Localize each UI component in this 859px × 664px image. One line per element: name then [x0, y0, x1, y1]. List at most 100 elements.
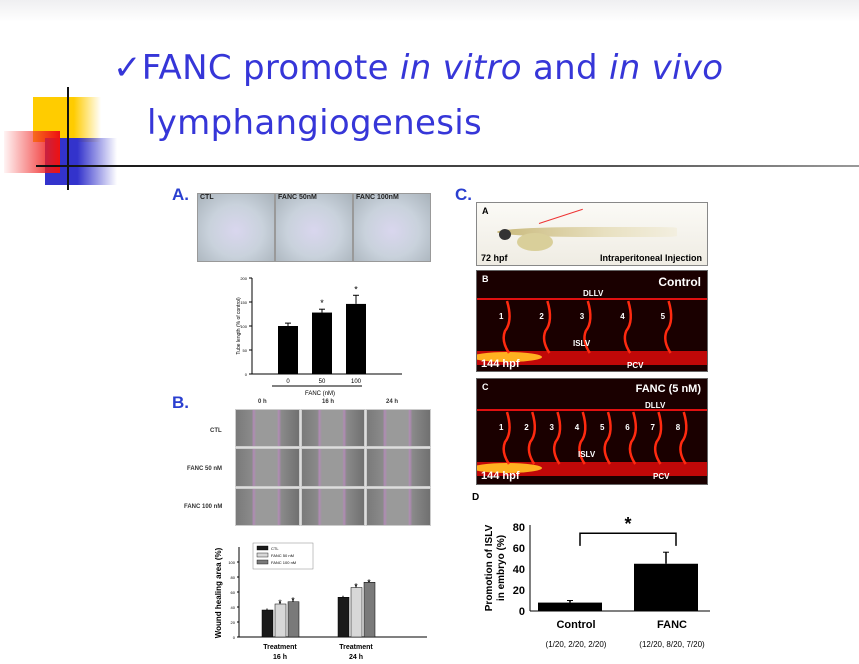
vessel-number: 4: [620, 312, 625, 321]
x-category-label: 16 h: [273, 654, 287, 661]
vessel-number: 2: [539, 312, 544, 321]
photo-label: FANC 50nM: [278, 194, 317, 201]
tube-photo-100: FANC 100nM: [353, 193, 431, 262]
tube-photo-50: FANC 50nM: [275, 193, 353, 262]
y-tick-label: 40: [231, 605, 236, 610]
wound-image: [300, 409, 366, 448]
y-axis-label: Wound healing area (%): [214, 547, 223, 638]
vessel-number: 2: [524, 423, 529, 432]
islv-vessel: [578, 411, 587, 465]
vessel-number: 1: [499, 423, 504, 432]
x-tick-label: 50: [319, 379, 326, 385]
slide-title-line1: ✓FANC promote in vitro and in vivo: [113, 48, 723, 88]
vessel-number: 1: [499, 312, 504, 321]
bar: [278, 326, 298, 374]
zebrafish-eye: [499, 229, 511, 240]
row-label: CTL: [210, 428, 222, 434]
zebrafish-body: [497, 227, 677, 237]
significance-star: *: [367, 578, 371, 588]
significance-bracket: [579, 532, 677, 546]
photo-label: CTL: [200, 194, 214, 201]
y-tick-label: 100: [240, 324, 247, 329]
check-icon: ✓: [113, 48, 142, 88]
vessel-number: 7: [651, 423, 656, 432]
legend-swatch: [256, 552, 269, 558]
y-tick-label: 150: [240, 300, 247, 305]
title-italic: in vivo: [608, 48, 724, 88]
islv-vessel: [552, 411, 562, 465]
pcv-label: PCV: [653, 472, 670, 481]
bar: [346, 303, 366, 374]
significance-star: *: [354, 581, 358, 591]
significance-star: *: [624, 514, 631, 534]
y-tick-label: 20: [231, 620, 236, 625]
x-axis-label: FANC (nM): [305, 391, 335, 397]
title-underline: [36, 165, 859, 167]
wound-image: [235, 448, 300, 487]
islv-vessel: [664, 300, 673, 354]
wound-image: [366, 448, 431, 487]
panel-c-label: C.: [455, 185, 472, 204]
bar: [363, 582, 376, 638]
wound-image: [235, 409, 300, 448]
age-label: 144 hpf: [481, 470, 520, 482]
subpanel-letter: A: [482, 206, 489, 216]
bar: [538, 602, 602, 611]
islv-vessel: [502, 411, 511, 465]
islv-vessel: [542, 300, 552, 354]
bar: [274, 603, 287, 638]
row-label: FANC 100 nM: [184, 504, 223, 510]
islv-vessel: [679, 411, 688, 465]
age-label: 144 hpf: [481, 358, 520, 370]
wound-image: [235, 487, 300, 526]
wound-image: [366, 487, 431, 526]
wound-image: [300, 487, 366, 526]
vessel-number: 3: [550, 423, 555, 432]
significance-star: *: [291, 596, 295, 606]
bar: [350, 587, 363, 638]
injection-caption: Intraperitoneal Injection: [599, 253, 702, 263]
col-label: 16 h: [322, 399, 335, 405]
y-tick-label: 60: [231, 590, 236, 595]
bar: [337, 597, 350, 638]
islv-label: ISLV: [578, 450, 596, 459]
vessel-number: 5: [600, 423, 605, 432]
x-category-label: FANC: [657, 619, 687, 631]
islv-vessel: [527, 411, 537, 465]
islv-vessel: [628, 411, 638, 465]
islv-vessel: [583, 300, 592, 354]
islv-vessel: [603, 411, 612, 465]
x-tick-label: 0: [286, 379, 290, 385]
col-label: 24 h: [386, 399, 399, 405]
y-tick-label: 60: [513, 543, 525, 555]
dllv-label: DLLV: [645, 401, 666, 410]
islv-vessel: [623, 300, 632, 354]
slide-title-line2: lymphangiogenesis: [147, 103, 482, 143]
bar: [634, 563, 698, 611]
y-tick-label: 0: [245, 372, 248, 377]
subpanel-letter: C: [482, 382, 489, 392]
y-tick-label: 50: [243, 348, 248, 353]
zebrafish-photo: A 72 hpf Intraperitoneal Injection: [476, 202, 708, 266]
x-category-label: Treatment: [339, 644, 373, 651]
bright-region: [477, 463, 542, 473]
y-axis-label: in embryo (%): [496, 535, 507, 601]
vessel-number: 4: [575, 423, 580, 432]
title-italic: in vitro: [399, 48, 522, 88]
vessel-number: 8: [676, 423, 681, 432]
y-tick-label: 0: [519, 606, 525, 618]
significance-star: *: [354, 284, 358, 294]
tube-photo-ctl: CTL: [197, 193, 275, 262]
y-tick-label: 100: [228, 560, 235, 565]
x-category-label: Control: [556, 619, 595, 631]
x-tick-label: 100: [351, 379, 362, 385]
islv-vessel: [653, 411, 663, 465]
injection-line: [538, 208, 583, 224]
islv-label: ISLV: [573, 339, 591, 348]
